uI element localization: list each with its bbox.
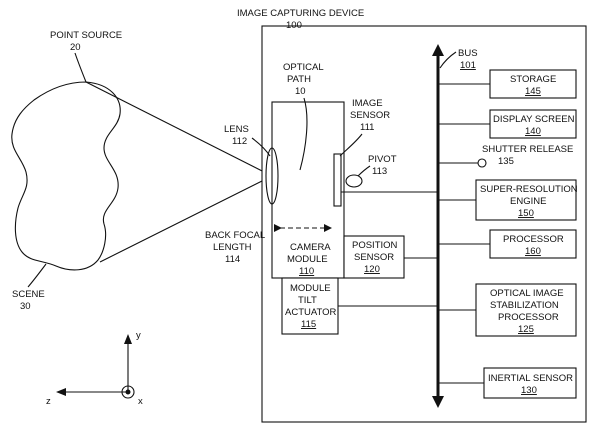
optical-path-number: 10 [295, 86, 306, 97]
camera-module-label-1: CAMERA [290, 242, 331, 253]
super-resolution-label-2: ENGINE [510, 196, 546, 207]
scene-leader [27, 263, 47, 288]
processor-label: PROCESSOR [503, 234, 564, 245]
bus-leader [439, 51, 457, 69]
ois-processor-label-3: PROCESSOR [498, 312, 559, 323]
axis-y-label: y [136, 330, 141, 341]
ray-upper-in [85, 81, 273, 177]
camera-module-number: 110 [299, 266, 314, 277]
back-focal-number: 114 [225, 254, 240, 265]
shutter-label: SHUTTER RELEASE [482, 144, 573, 155]
bus-arrow-bottom [432, 396, 444, 408]
position-sensor-label-1: POSITION [352, 240, 398, 251]
inertial-sensor-label: INERTIAL SENSOR [488, 373, 573, 384]
ray-lower-in [99, 175, 273, 263]
storage-label: STORAGE [510, 74, 556, 85]
inertial-sensor-number: 130 [521, 385, 537, 396]
camera-module-label-2: MODULE [287, 254, 328, 265]
bus-label: BUS [458, 48, 478, 59]
back-focal-label-2: LENGTH [213, 242, 252, 253]
ois-processor-number: 125 [518, 324, 534, 335]
position-sensor-box [343, 235, 405, 279]
image-sensor-label-1: IMAGE [352, 98, 383, 109]
processor-number: 160 [525, 246, 541, 257]
display-label: DISPLAY SCREEN [493, 114, 575, 125]
shutter-number: 135 [498, 156, 514, 167]
pivot-circle [345, 174, 363, 188]
ois-processor-box [475, 283, 577, 337]
pivot-leader [357, 165, 371, 177]
image-sensor [333, 153, 342, 207]
image-sensor-leader [339, 133, 363, 157]
scene-shape [11, 81, 121, 271]
lens-leader [251, 137, 271, 157]
ois-processor-label-1: OPTICAL IMAGE [490, 288, 564, 299]
ois-processor-label-2: STABILIZATION [490, 300, 559, 311]
back-focal-label-1: BACK FOCAL [205, 230, 265, 241]
point-source-leader [74, 52, 87, 83]
point-source-number: 20 [70, 42, 81, 53]
axis-z-arrowhead [56, 388, 66, 396]
scene-number: 30 [20, 301, 31, 312]
super-resolution-number: 150 [518, 208, 534, 219]
tilt-actuator-label-2: TILT [298, 295, 317, 306]
storage-box [489, 69, 577, 99]
storage-number: 145 [525, 86, 541, 97]
axis-x-outer [121, 385, 135, 399]
display-number: 140 [525, 126, 541, 137]
display-box [489, 109, 577, 139]
axis-z-label: z [46, 396, 51, 407]
tilt-actuator-number: 115 [301, 319, 316, 330]
axis-x-label: x [138, 396, 143, 407]
lens-number: 112 [232, 136, 247, 147]
device-number: 100 [286, 20, 302, 31]
lens [265, 147, 279, 205]
axis-y-arrowhead [124, 334, 132, 344]
lens-label: LENS [224, 124, 249, 135]
tilt-actuator-box [281, 277, 339, 335]
pivot-label: PIVOT [368, 154, 397, 165]
bus-number: 101 [460, 60, 476, 71]
position-sensor-label-2: SENSOR [354, 252, 394, 263]
pivot-number: 113 [372, 166, 387, 177]
processor-box [489, 229, 577, 259]
tilt-actuator-label-1: MODULE [290, 283, 331, 294]
image-sensor-label-2: SENSOR [350, 110, 390, 121]
image-sensor-number: 111 [360, 122, 374, 133]
inertial-sensor-box [483, 367, 577, 399]
position-sensor-number: 120 [364, 264, 380, 275]
optical-path-leader [299, 97, 308, 171]
device-label: IMAGE CAPTURING DEVICE [237, 8, 364, 19]
scene-label: SCENE [12, 289, 45, 300]
tilt-actuator-label-3: ACTUATOR [285, 307, 337, 318]
axis-x-dot [125, 389, 131, 395]
point-source-label: POINT SOURCE [50, 30, 122, 41]
optical-path-label-2: PATH [287, 74, 311, 85]
super-resolution-label-1: SUPER-RESOLUTION [480, 184, 578, 195]
bus-arrow-top [432, 44, 444, 56]
optical-path-label-1: OPTICAL [283, 62, 324, 73]
